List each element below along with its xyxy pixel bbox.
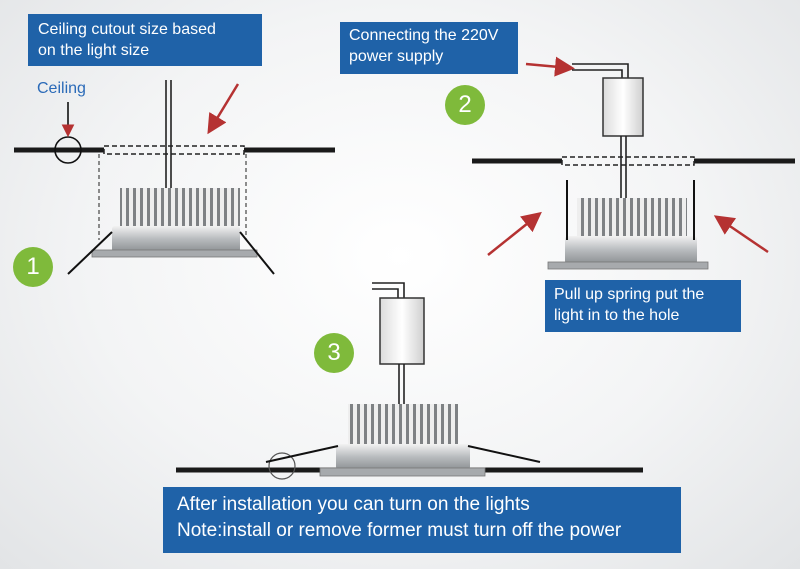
downlight-fixture-1 (67, 188, 275, 275)
note-line-2: Note:install or remove former must turn … (177, 520, 622, 542)
step-1-badge: 1 (13, 247, 53, 287)
driver-box (602, 77, 644, 137)
cutout-size-callout: Ceiling cutout size based on the light s… (28, 14, 262, 66)
step-3-badge: 3 (314, 333, 354, 373)
step3-illustration (176, 282, 643, 480)
cutout-arrow (207, 83, 240, 135)
spring-arrow-left (487, 211, 542, 256)
downlight-fixture-2 (547, 180, 709, 270)
note-line-1: After installation you can turn on the l… (177, 494, 530, 515)
cutout-outline (103, 145, 245, 155)
ceiling-label: Ceiling (37, 80, 86, 97)
power-supply-callout: Connecting the 220V power supply (340, 22, 518, 74)
power-line-1: Connecting the 220V (349, 27, 499, 44)
cutout-line-1: Ceiling cutout size based (38, 21, 216, 38)
step2-illustration (472, 56, 795, 270)
power-line-2: power supply (349, 47, 444, 65)
note-callout: After installation you can turn on the l… (163, 487, 681, 553)
driver-box (379, 297, 425, 365)
spring-line-2: light in to the hole (554, 306, 680, 324)
cutout-line-2: on the light size (38, 41, 150, 59)
downlight-fixture-3 (265, 404, 541, 477)
spring-arrow-right (713, 215, 769, 254)
spring-line-1: Pull up spring put the (554, 286, 705, 303)
power-arrow (525, 56, 575, 77)
step1-illustration (14, 80, 335, 275)
spring-callout: Pull up spring put the light in to the h… (545, 280, 741, 332)
step-2-badge: 2 (445, 85, 485, 125)
